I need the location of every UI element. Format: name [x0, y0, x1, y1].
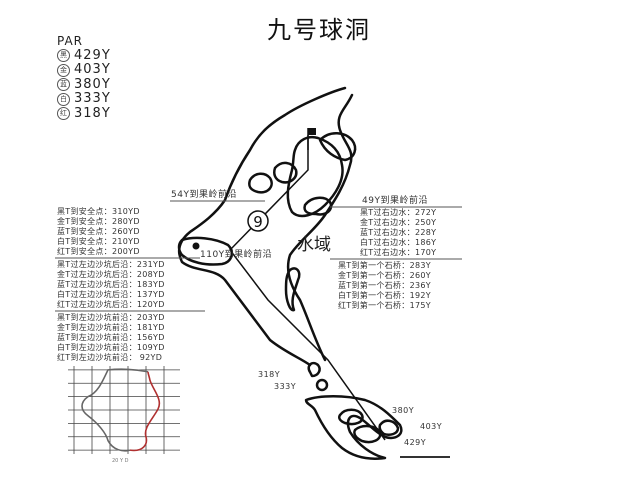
distance-item: 金T过右边水：250Y: [360, 218, 437, 227]
par-yards: 318Y: [74, 105, 111, 121]
distance-item: 蓝T到第一个石桥：236Y: [338, 281, 431, 290]
distance-item: 红T到第一个石桥：175Y: [338, 301, 431, 310]
fairway-outline-left: [178, 86, 347, 367]
distance-item: 金T到第一个石桥：260Y: [338, 271, 431, 280]
tee-badge: 红: [57, 107, 70, 121]
tee-area-outline: [304, 395, 403, 460]
bunker-back-list: 黑T过左边沙坑后沿：231YD 金T过左边沙坑后沿：208YD 蓝T过左边沙坑后…: [57, 260, 165, 310]
bunker: [303, 196, 333, 216]
safe-point-dot: [192, 242, 200, 250]
tee-box: [353, 424, 382, 444]
distance-item: 红T到左边沙坑前沿： 92YD: [57, 353, 163, 362]
distance-item: 白T过右边水：186Y: [360, 238, 437, 247]
par-yards: 380Y: [74, 76, 111, 92]
tee-label-333: 333Y: [274, 382, 297, 391]
label-54y-to-green: 54Y到果岭前沿: [171, 190, 237, 200]
tee-badge: 黑: [57, 49, 70, 63]
mini-caption: 20 Y D: [112, 458, 129, 464]
distance-item: 红T过右边水：170Y: [360, 248, 437, 257]
bunker: [318, 132, 357, 162]
distance-item: 蓝T过左边沙坑后沿：183YD: [57, 280, 165, 289]
tee-label-429: 429Y: [404, 438, 427, 447]
tee-box: [378, 419, 400, 436]
fairway-outline-right: [286, 93, 354, 362]
flag-icon: [308, 128, 316, 135]
safe-point-list: 黑T到安全点：310YD 金T到安全点：280YD 蓝T到安全点：260YD 白…: [57, 207, 140, 257]
distance-item: 黑T到第一个石桥：283Y: [338, 261, 431, 270]
distance-item: 黑T过右边水：272Y: [360, 208, 437, 217]
par-row-white: 白 333Y: [57, 91, 111, 107]
distance-item: 红T到安全点：200YD: [57, 247, 140, 256]
tee-label-380: 380Y: [392, 406, 415, 415]
green-grid-diagram: [68, 366, 180, 454]
green-outline: [286, 135, 344, 218]
distance-item: 白T到第一个石桥：192Y: [338, 291, 431, 300]
bunker: [273, 161, 298, 184]
hole-number: 9: [253, 213, 263, 231]
green-shape-red: [129, 371, 161, 452]
tee-badge: 白: [57, 92, 70, 106]
distance-item: 黑T到左边沙坑前沿：203YD: [57, 313, 165, 322]
shot-line: [229, 135, 386, 441]
distance-item: 白T过左边沙坑后沿：137YD: [57, 290, 165, 299]
tee-label-318: 318Y: [258, 370, 281, 379]
tee-box: [337, 408, 364, 426]
label-49y-to-green: 49Y到果岭前沿: [362, 196, 428, 206]
green-shape-outline: [81, 368, 149, 452]
bunker-front-list: 黑T到左边沙坑前沿：203YD 金T到左边沙坑前沿：181YD 蓝T到左边沙坑前…: [57, 313, 165, 363]
right-water-list: 黑T过右边水：272Y 金T过右边水：250Y 蓝T过右边水：228Y 白T过右…: [360, 208, 436, 258]
tee-box: [307, 361, 321, 378]
distance-item: 白T到左边沙坑前沿：109YD: [57, 343, 165, 352]
page-title: 九号球洞: [267, 16, 371, 44]
water-label: 水域: [297, 235, 331, 255]
par-label: PAR: [57, 34, 84, 48]
distance-item: 金T过左边沙坑后沿：208YD: [57, 270, 165, 279]
tee-label-403: 403Y: [420, 422, 443, 431]
distance-item: 蓝T到左边沙坑前沿：156YD: [57, 333, 165, 342]
distance-item: 黑T到安全点：310YD: [57, 207, 140, 216]
distance-item: 蓝T到安全点：260YD: [57, 227, 140, 236]
left-bunker: [177, 236, 234, 266]
tee-box: [315, 378, 329, 392]
tee-badge: 蓝: [57, 78, 70, 92]
distance-item: 金T到安全点：280YD: [57, 217, 140, 226]
par-row-gold: 金 403Y: [57, 62, 111, 78]
par-row-red: 红 318Y: [57, 105, 111, 122]
hole-number-circle: [247, 210, 269, 232]
par-legend: PAR 黑 429Y 金 403Y 蓝 380Y 白 333Y 红 318Y: [57, 34, 111, 121]
par-yards: 429Y: [74, 47, 111, 63]
bunker: [284, 267, 301, 312]
par-yards: 403Y: [74, 62, 111, 77]
distance-item: 红T过左边沙坑后沿：120YD: [57, 300, 165, 309]
tee-badge: 金: [57, 63, 70, 77]
par-yards: 333Y: [74, 91, 111, 106]
label-110y-to-green: 110Y到果岭前沿: [200, 250, 273, 260]
distance-item: 白T到安全点：210YD: [57, 237, 140, 246]
par-row-black: 黑 429Y: [57, 47, 111, 64]
bunker: [248, 172, 273, 194]
par-row-blue: 蓝 380Y: [57, 76, 111, 93]
distance-item: 金T到左边沙坑前沿：181YD: [57, 323, 165, 332]
stone-bridge-list: 黑T到第一个石桥：283Y 金T到第一个石桥：260Y 蓝T到第一个石桥：236…: [338, 261, 431, 311]
distance-item: 黑T过左边沙坑后沿：231YD: [57, 260, 165, 269]
distance-item: 蓝T过右边水：228Y: [360, 228, 437, 237]
